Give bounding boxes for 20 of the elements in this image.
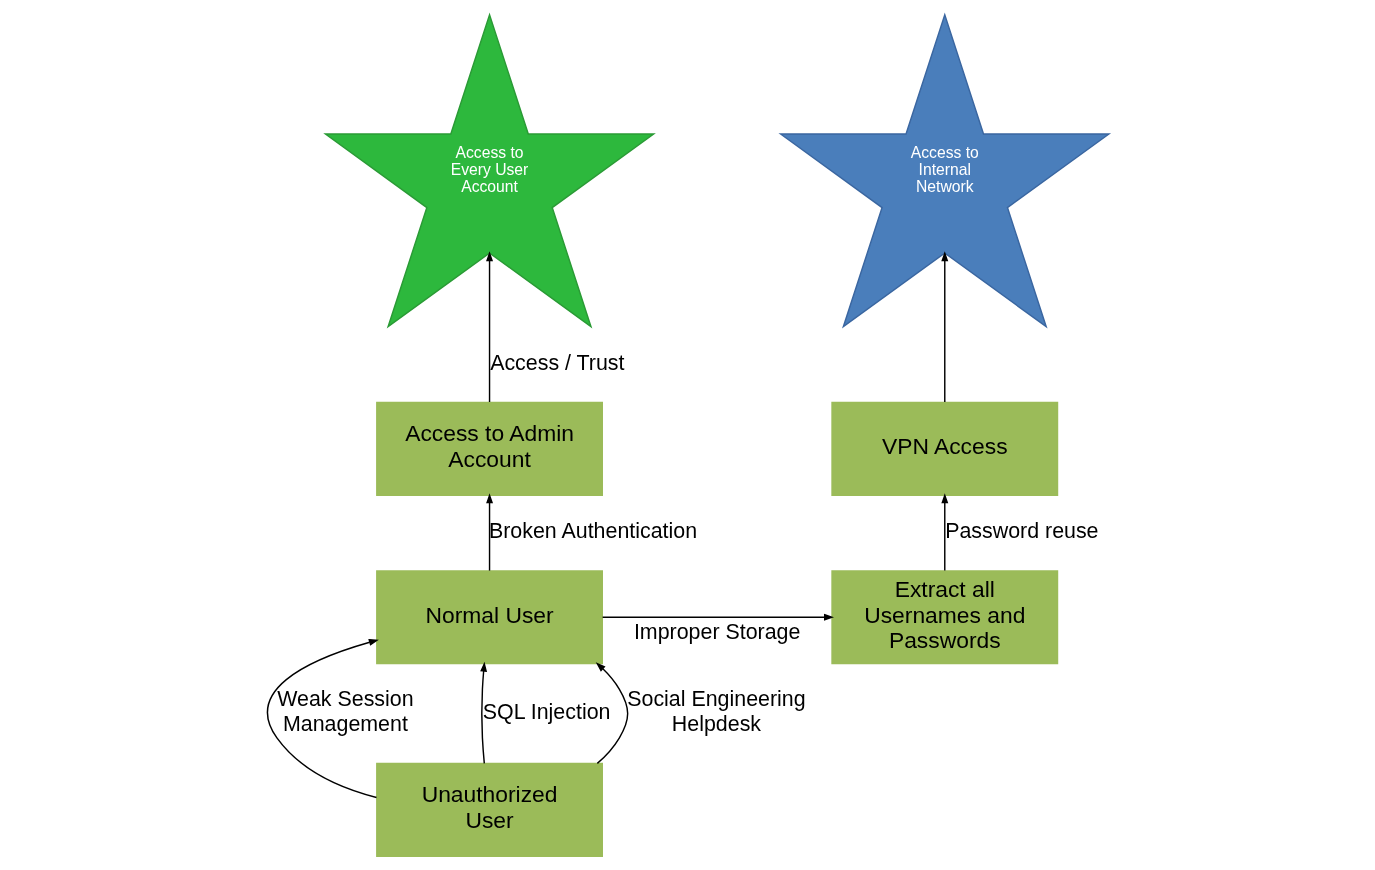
edge-label: Improper Storage xyxy=(633,619,800,644)
arrow xyxy=(595,661,628,764)
edge-label: Weak Session Management xyxy=(276,686,414,736)
node-box: Access to Admin Account xyxy=(375,401,603,496)
node-box: Extract all Usernames and Passwords xyxy=(830,569,1058,664)
edge-label: Social Engineering Helpdesk xyxy=(626,686,806,736)
edge-label: Access / Trust xyxy=(489,350,624,375)
edge-label: SQL Injection xyxy=(482,699,610,724)
arrow xyxy=(485,250,493,403)
arrow xyxy=(601,613,834,621)
arrow xyxy=(479,661,487,764)
node-box: VPN Access xyxy=(830,401,1058,496)
node-box: Normal User xyxy=(375,569,603,664)
arrow xyxy=(266,638,379,798)
arrow xyxy=(485,492,493,571)
arrow xyxy=(940,492,948,571)
arrow xyxy=(940,250,948,403)
edge-label: Broken Authentication xyxy=(488,518,697,543)
node-box: Unauthorized User xyxy=(375,762,603,857)
edge-label: Password reuse xyxy=(944,518,1099,543)
